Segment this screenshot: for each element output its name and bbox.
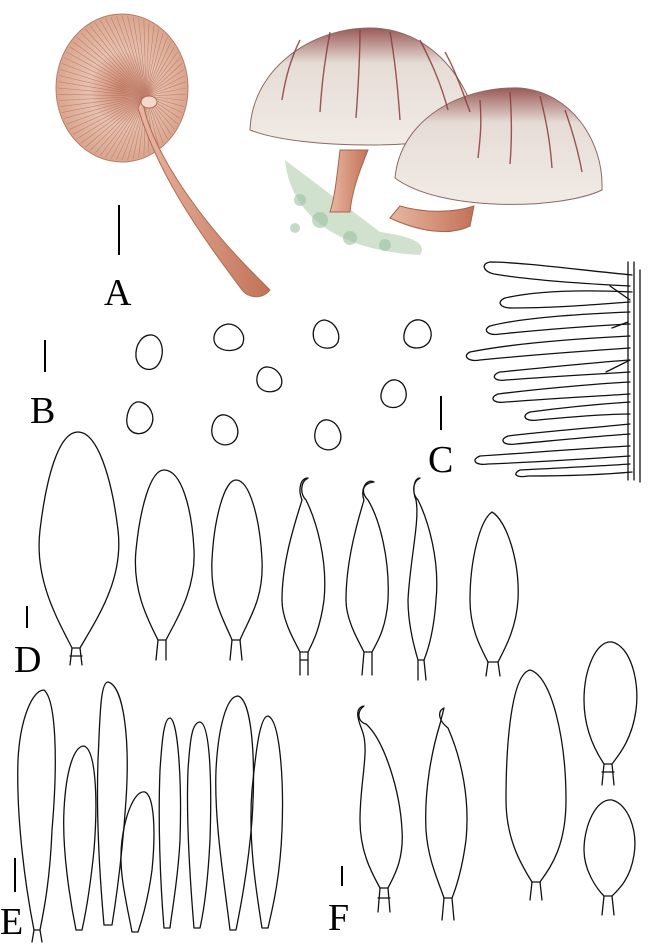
panel-label-c: C bbox=[428, 439, 453, 481]
panel-d-cheilocystidia: D bbox=[14, 431, 519, 681]
basidiospores bbox=[126, 319, 432, 451]
panel-label-e: E bbox=[0, 901, 23, 943]
panel-label-d: D bbox=[14, 639, 41, 681]
panel-label-a: A bbox=[104, 272, 132, 314]
panel-b-basidiospores: B bbox=[30, 319, 432, 451]
panel-label-f: F bbox=[328, 897, 349, 939]
pleurocystidia bbox=[17, 681, 284, 943]
panel-c-pileipellis: C bbox=[428, 261, 641, 483]
panel-label-b: B bbox=[30, 390, 55, 432]
cheilocystidia bbox=[38, 431, 519, 681]
pileipellis-hyphae bbox=[465, 261, 641, 483]
side-view-mushroom-pair bbox=[249, 27, 603, 255]
caulocystidia bbox=[357, 641, 638, 921]
panel-f-caulocystidia: F bbox=[328, 641, 638, 939]
panel-a-basidiomata: A bbox=[55, 13, 603, 314]
underside-cap-illustration bbox=[55, 13, 271, 298]
panel-e-pleurocystidia: E bbox=[0, 681, 284, 943]
